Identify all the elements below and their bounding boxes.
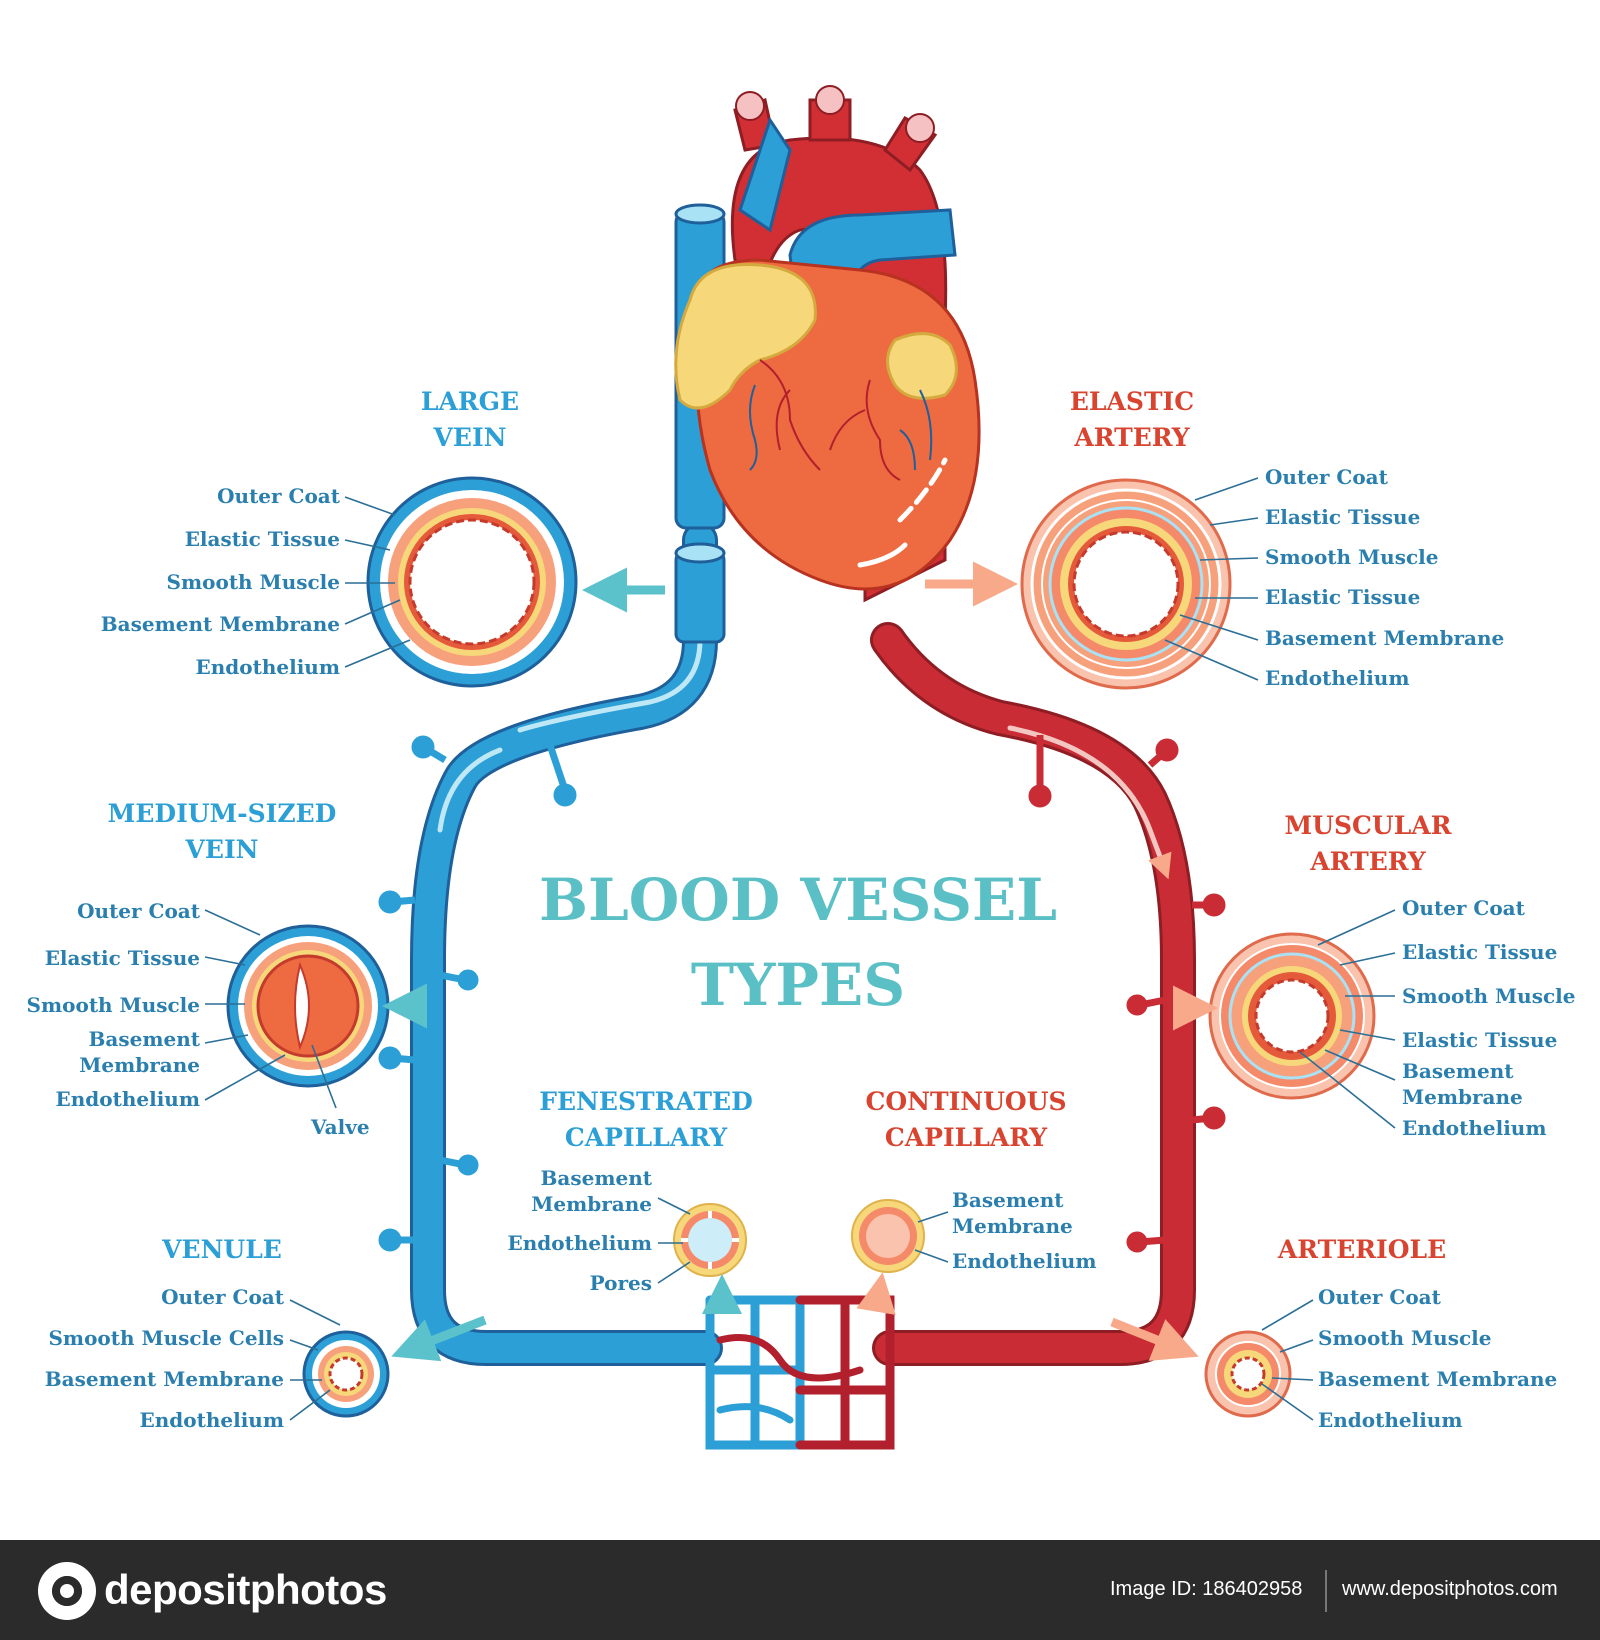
continuous-heading-2: CAPILLARY [885,1123,1048,1152]
muscular-artery-label-outer-coat: Outer Coat [1402,896,1526,920]
elastic-artery-heading-2: ARTERY [1073,423,1190,452]
venule-label-smooth-muscle-cells: Smooth Muscle Cells [48,1326,284,1350]
large-vein-cross-section [366,476,578,688]
elastic-artery-section: ELASTIC ARTERY Outer Coat Elastic Tissue… [925,387,1504,690]
medium-vein-label-endothelium: Endothelium [55,1087,200,1111]
continuous-heading-1: CONTINUOUS [865,1087,1066,1116]
elastic-artery-label-elastic-tissue-2: Elastic Tissue [1265,585,1420,609]
arteriole-section: ARTERIOLE Outer Coat Smooth Muscle Basem… [1110,1235,1557,1432]
medium-vein-label-elastic-tissue: Elastic Tissue [45,946,200,970]
fat-pad-right [886,332,958,400]
medium-vein-label-outer-coat: Outer Coat [77,899,201,923]
valve-shape [294,961,310,1051]
large-vein-section: LARGE VEIN Outer Coat Elastic Tissue Smo… [101,387,665,688]
arteriole-label-endothelium: Endothelium [1318,1408,1463,1432]
capillary-bed [705,1295,895,1450]
venule-label-endothelium: Endothelium [139,1408,284,1432]
elastic-artery-cross-section [1020,478,1232,690]
title-line-2: TYPES [691,951,905,1019]
venule-label-basement-membrane: Basement Membrane [45,1367,284,1391]
inferior-vena-cava [674,550,726,644]
large-vein-label-elastic-tissue: Elastic Tissue [185,527,340,551]
footer-logo-text[interactable]: depositphotos [104,1566,387,1613]
arteriole-cross-section [1204,1330,1292,1418]
fenestrated-heading-1: FENESTRATED [539,1087,753,1116]
medium-vein-label-smooth-muscle: Smooth Muscle [27,993,200,1017]
muscular-artery-cross-section [1208,932,1376,1100]
elastic-artery-label-outer-coat: Outer Coat [1265,465,1389,489]
vein-network [378,522,723,1366]
muscular-artery-section: MUSCULAR ARTERY Outer Coat Elastic Tissu… [1173,811,1575,1140]
continuous-label-endothelium: Endothelium [952,1249,1097,1273]
medium-vein-label-membrane: Membrane [79,1053,200,1077]
medium-vein-section: MEDIUM-SIZED VEIN Outer Coat Elastic Tis… [27,799,427,1139]
continuous-label-basement: Basement [952,1188,1064,1212]
elastic-artery-label-smooth-muscle: Smooth Muscle [1265,545,1438,569]
artery-network [870,622,1226,1366]
fenestrated-heading-2: CAPILLARY [565,1123,728,1152]
muscular-artery-label-basement: Basement [1402,1059,1514,1083]
footer-divider [1325,1570,1327,1612]
elastic-artery-heading-1: ELASTIC [1070,387,1194,416]
venule-heading: VENULE [161,1235,282,1264]
medium-vein-heading-2: VEIN [185,835,259,864]
fenestrated-label-endothelium: Endothelium [507,1231,652,1255]
medium-vein-label-basement: Basement [88,1027,200,1051]
medium-vein-label-valve: Valve [310,1115,370,1139]
footer-bar: depositphotos Image ID: 186402958 www.de… [0,1540,1600,1640]
arteriole-label-basement-membrane: Basement Membrane [1318,1367,1557,1391]
large-vein-label-endothelium: Endothelium [195,655,340,679]
medium-vein-cross-section [226,924,390,1088]
continuous-label-membrane: Membrane [952,1214,1073,1238]
venule-section: VENULE Outer Coat Smooth Muscle Cells Ba… [45,1235,487,1432]
venule-label-outer-coat: Outer Coat [161,1285,285,1309]
muscular-artery-heading-2: ARTERY [1309,847,1426,876]
footer-site-link[interactable]: www.depositphotos.com [1342,1578,1558,1600]
fenestrated-capillary-section: FENESTRATED CAPILLARY Basement Membrane … [507,1087,753,1314]
muscular-artery-label-endothelium: Endothelium [1402,1116,1547,1140]
elastic-artery-label-elastic-tissue-1: Elastic Tissue [1265,505,1420,529]
elastic-artery-label-basement-membrane: Basement Membrane [1265,626,1504,650]
muscular-artery-label-elastic-tissue-1: Elastic Tissue [1402,940,1557,964]
large-vein-label-basement-membrane: Basement Membrane [101,612,340,636]
fenestrated-label-basement: Basement [540,1166,652,1190]
footer-image-id: Image ID: 186402958 [1110,1578,1303,1600]
fenestrated-label-membrane: Membrane [531,1192,652,1216]
venule-cross-section [302,1330,390,1418]
muscular-artery-label-membrane: Membrane [1402,1085,1523,1109]
large-vein-heading-2: VEIN [433,423,507,452]
muscular-artery-label-smooth-muscle: Smooth Muscle [1402,984,1575,1008]
title-line-1: BLOOD VESSEL [539,866,1057,934]
muscular-artery-heading-1: MUSCULAR [1285,811,1452,840]
muscular-artery-label-elastic-tissue-2: Elastic Tissue [1402,1028,1557,1052]
large-vein-label-outer-coat: Outer Coat [217,484,341,508]
arteriole-label-smooth-muscle: Smooth Muscle [1318,1326,1491,1350]
elastic-artery-label-endothelium: Endothelium [1265,666,1410,690]
large-vein-heading-1: LARGE [421,387,519,416]
arteriole-label-outer-coat: Outer Coat [1318,1285,1442,1309]
heart [674,85,981,644]
camera-logo-lens [60,1584,74,1598]
arteriole-heading: ARTERIOLE [1277,1235,1446,1264]
medium-vein-heading-1: MEDIUM-SIZED [108,799,337,828]
continuous-capillary-cross-section [851,1199,925,1273]
large-vein-label-smooth-muscle: Smooth Muscle [167,570,340,594]
continuous-capillary-section: CONTINUOUS CAPILLARY Basement Membrane E… [851,1087,1097,1315]
fenestrated-label-pores: Pores [590,1271,652,1295]
